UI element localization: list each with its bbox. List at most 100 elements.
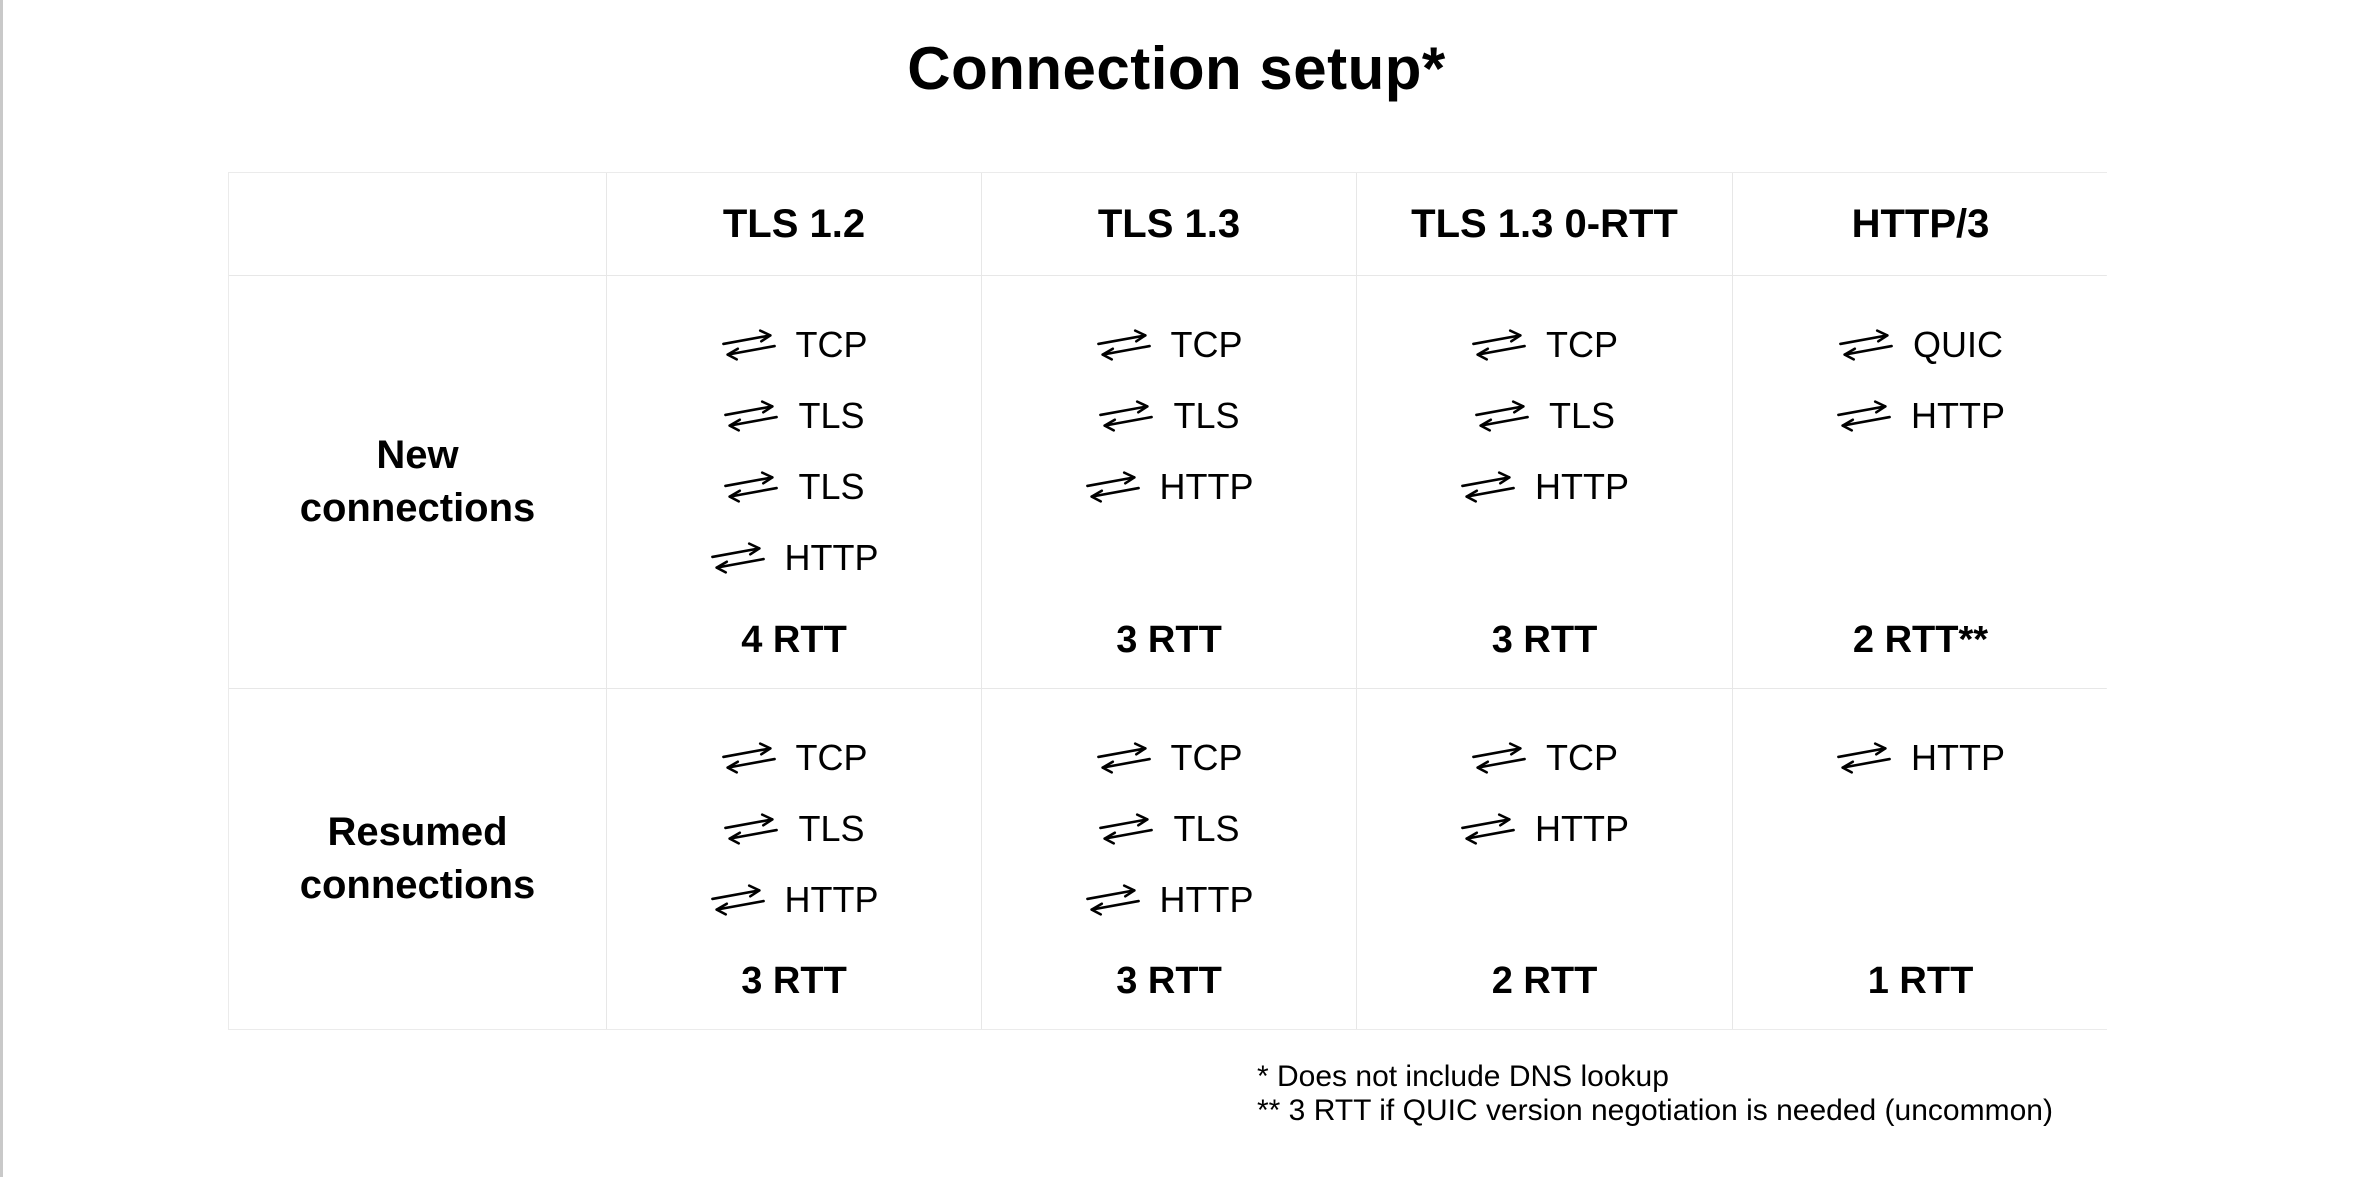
step-label: TLS (1548, 394, 1616, 436)
exchange-arrows-icon (1838, 329, 1894, 361)
cell-new-tls13-0rtt: TCP TLS HTTP 3 RTT (1357, 276, 1732, 688)
step-label: HTTP (1911, 394, 2005, 436)
exchange-arrows-icon (1460, 813, 1516, 845)
footnotes: * Does not include DNS lookup ** 3 RTT i… (1257, 1060, 2053, 1128)
rtt-total: 3 RTT (1491, 619, 1598, 661)
cell-new-http3: QUIC HTTP 2 RTT** (1733, 276, 2108, 688)
exchange-arrows-icon (1474, 400, 1530, 432)
exchange-arrows-icon (1471, 742, 1527, 774)
exchange-arrows-icon (1098, 400, 1154, 432)
handshake-step: QUIC (1733, 309, 2108, 380)
rtt-total: 2 RTT (1491, 960, 1598, 1002)
exchange-arrows-icon (723, 400, 779, 432)
handshake-step: HTTP (607, 864, 981, 935)
handshake-step: TCP (982, 722, 1356, 793)
exchange-arrows-icon (1098, 813, 1154, 845)
exchange-arrows-icon (1096, 329, 1152, 361)
step-label: TCP (1170, 323, 1243, 365)
step-label: TCP (1546, 323, 1618, 365)
column-header-http3: HTTP/3 (1733, 173, 2108, 275)
row-label-text: Resumed connections (299, 810, 536, 907)
rtt-total: 3 RTT (1116, 619, 1222, 661)
step-label: TCP (1546, 736, 1618, 778)
step-label: HTTP (1911, 736, 2005, 778)
step-label: TLS (798, 465, 865, 507)
handshake-step: TLS (607, 380, 981, 451)
handshake-steps: HTTP (1733, 722, 2108, 793)
exchange-arrows-icon (723, 471, 779, 503)
rtt-total: 4 RTT (741, 619, 847, 661)
step-label: HTTP (1159, 878, 1254, 920)
cell-resumed-tls13: TCP TLS HTTP 3 RTT (982, 689, 1356, 1029)
handshake-step: HTTP (982, 864, 1356, 935)
handshake-step: TCP (607, 309, 981, 380)
step-label: TLS (798, 394, 865, 436)
exchange-arrows-icon (1471, 329, 1527, 361)
row-label-new-connections: New connections (229, 276, 606, 688)
step-label: TCP (795, 736, 868, 778)
cell-resumed-tls12: TCP TLS HTTP 3 RTT (607, 689, 981, 1029)
page-title: Connection setup* (907, 35, 1446, 102)
exchange-arrows-icon (721, 742, 777, 774)
step-label: TLS (1173, 807, 1240, 849)
exchange-arrows-icon (1836, 742, 1892, 774)
handshake-step: TLS (607, 451, 981, 522)
cell-new-tls13: TCP TLS HTTP 3 RTT (982, 276, 1356, 688)
step-label: TLS (1173, 394, 1240, 436)
handshake-step: HTTP (1733, 380, 2108, 451)
exchange-arrows-icon (1096, 742, 1152, 774)
exchange-arrows-icon (721, 329, 777, 361)
handshake-step: TCP (1357, 722, 1732, 793)
handshake-step: TLS (607, 793, 981, 864)
column-header-tls13-0rtt: TLS 1.3 0-RTT (1357, 173, 1732, 275)
step-label: QUIC (1913, 323, 2003, 365)
rtt-total: 3 RTT (1116, 960, 1222, 1002)
row-label-resumed-connections: Resumed connections (229, 689, 606, 1029)
row-label-text: New connections (299, 433, 536, 530)
handshake-steps: TCP TLS HTTP (982, 309, 1356, 522)
exchange-arrows-icon (1460, 471, 1516, 503)
handshake-steps: TCP HTTP (1357, 722, 1732, 864)
cell-new-tls12: TCP TLS TLS HTTP 4 RTT (607, 276, 981, 688)
step-label: HTTP (1535, 807, 1629, 849)
column-header-tls12: TLS 1.2 (607, 173, 981, 275)
handshake-steps: TCP TLS HTTP (607, 722, 981, 935)
handshake-steps: TCP TLS HTTP (1357, 309, 1732, 522)
exchange-arrows-icon (710, 884, 766, 916)
footnote-dns: * Does not include DNS lookup (1257, 1060, 1669, 1093)
footnote-quic-negotiation: ** 3 RTT if QUIC version negotiation is … (1257, 1094, 2053, 1127)
cell-resumed-http3: HTTP 1 RTT (1733, 689, 2108, 1029)
handshake-step: HTTP (1357, 793, 1732, 864)
handshake-step: HTTP (982, 451, 1356, 522)
rtt-total: 2 RTT** (1852, 619, 1989, 661)
exchange-arrows-icon (1085, 471, 1141, 503)
step-label: TLS (798, 807, 865, 849)
handshake-steps: TCP TLS HTTP (982, 722, 1356, 935)
handshake-step: TLS (1357, 380, 1732, 451)
cell-resumed-tls13-0rtt: TCP HTTP 2 RTT (1357, 689, 1732, 1029)
handshake-step: TCP (1357, 309, 1732, 380)
column-header-tls13: TLS 1.3 (982, 173, 1356, 275)
exchange-arrows-icon (710, 542, 766, 574)
rtt-total: 3 RTT (741, 960, 847, 1002)
step-label: HTTP (1159, 465, 1254, 507)
exchange-arrows-icon (1085, 884, 1141, 916)
handshake-step: TLS (982, 380, 1356, 451)
handshake-steps: TCP TLS TLS HTTP (607, 309, 981, 593)
step-label: HTTP (1535, 465, 1629, 507)
step-label: HTTP (784, 878, 879, 920)
step-label: TCP (1170, 736, 1243, 778)
handshake-step: HTTP (607, 522, 981, 593)
handshake-step: TLS (982, 793, 1356, 864)
rtt-total: 1 RTT (1867, 960, 1974, 1002)
step-label: HTTP (784, 536, 879, 578)
connection-setup-table: TLS 1.2 TLS 1.3 TLS 1.3 0-RTT HTTP/3 New… (228, 172, 2108, 1030)
slide-left-edge-line (0, 0, 3, 1177)
handshake-step: HTTP (1733, 722, 2108, 793)
corner-header-cell (229, 173, 606, 275)
exchange-arrows-icon (1836, 400, 1892, 432)
handshake-step: TCP (982, 309, 1356, 380)
handshake-step: TCP (607, 722, 981, 793)
step-label: TCP (795, 323, 868, 365)
